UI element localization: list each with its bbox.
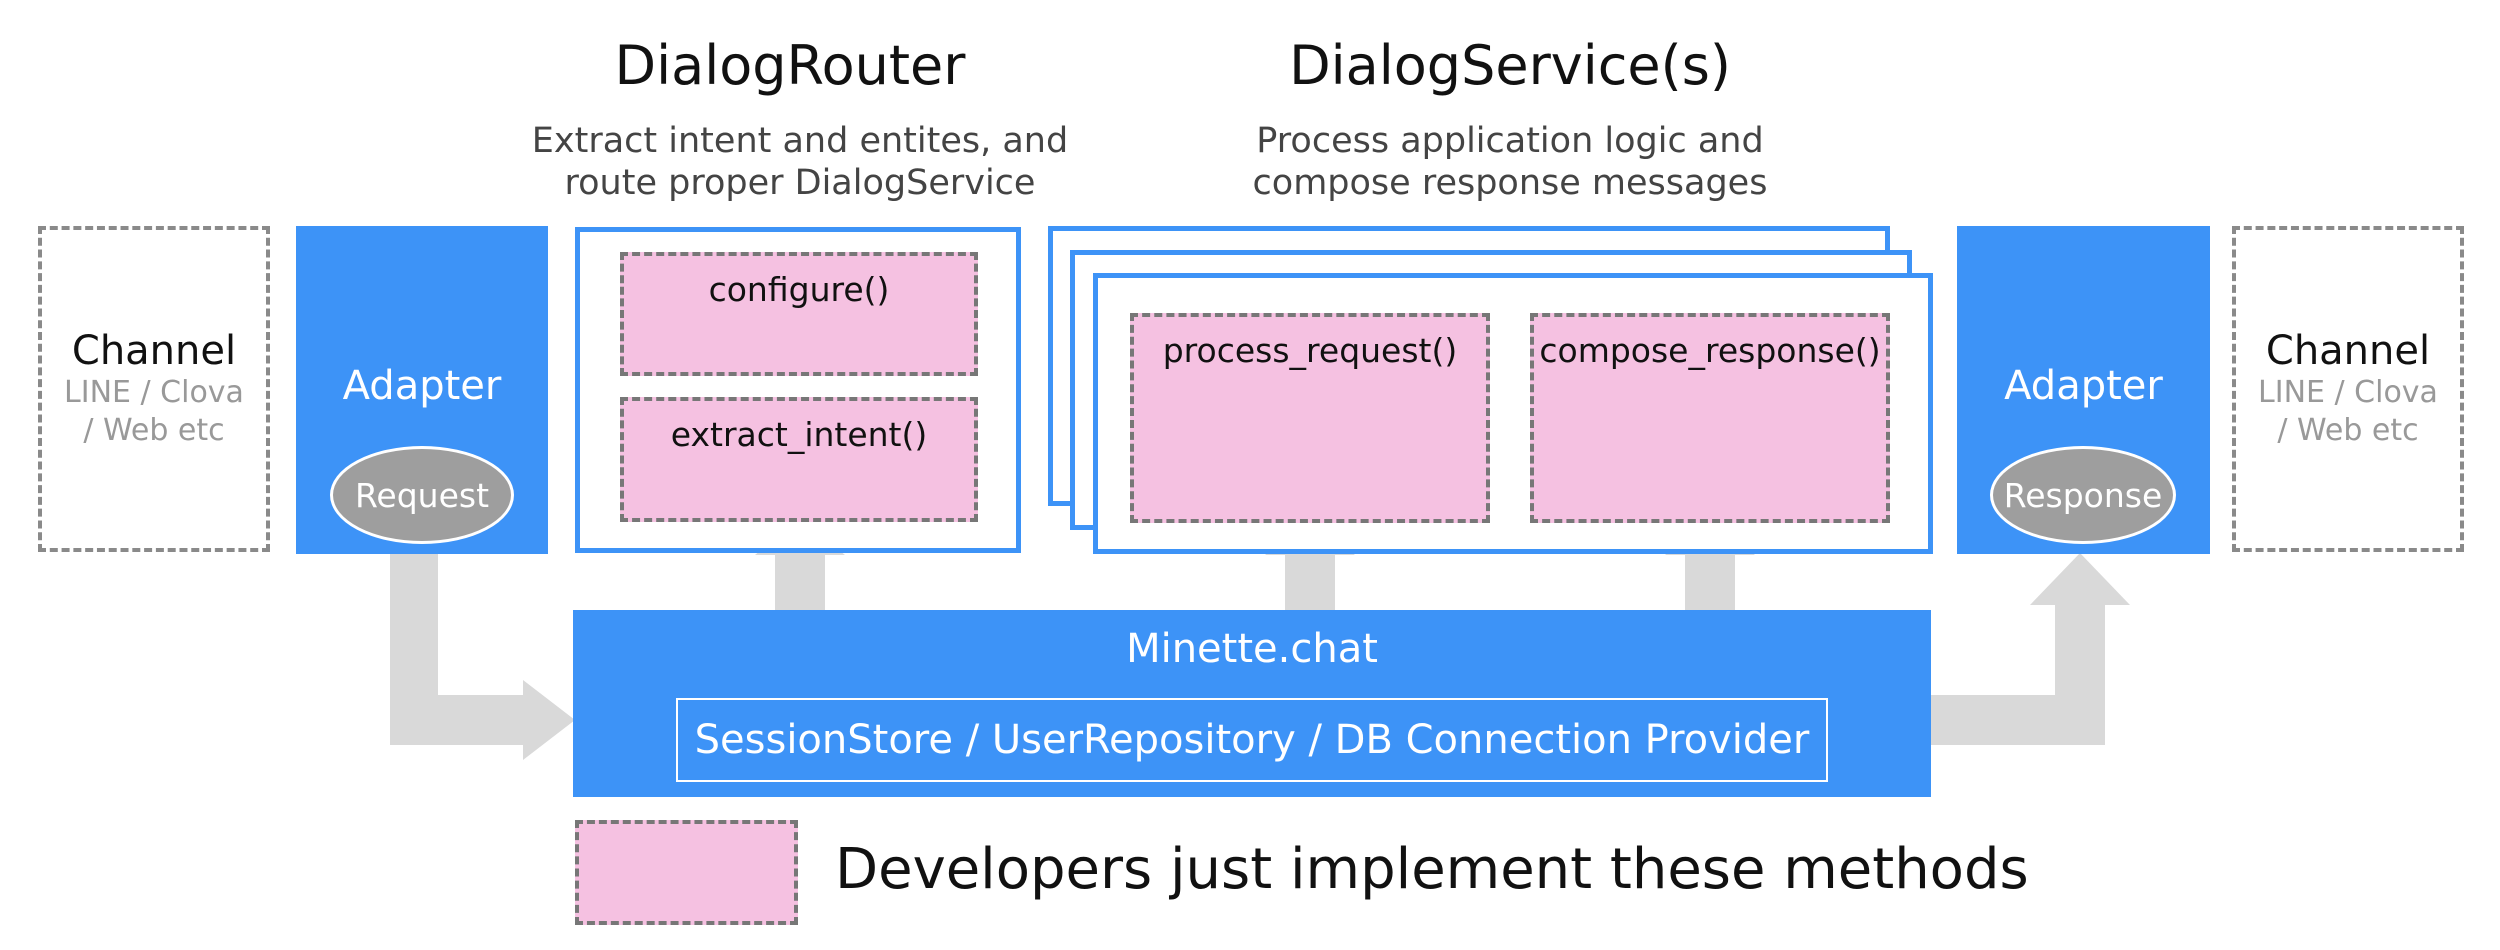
channel-left-sub2: / Web etc: [83, 413, 225, 448]
core-providers: SessionStore / UserRepository / DB Conne…: [676, 698, 1828, 782]
service-description-line2: compose response messages: [1252, 163, 1768, 203]
compose-response-method: compose_response(): [1530, 313, 1890, 523]
router-description-line2: route proper DialogService: [564, 163, 1036, 203]
response-arrow: [1930, 553, 2130, 745]
legend-swatch: [575, 820, 798, 925]
channel-right: Channel LINE / Clova / Web etc: [2232, 226, 2464, 552]
adapter-right: Adapter Response: [1957, 226, 2210, 554]
dialog-router-box: configure() extract_intent(): [575, 227, 1021, 553]
extract-intent-method-label: extract_intent(): [670, 415, 928, 454]
channel-left-sub1: LINE / Clova: [64, 375, 244, 410]
channel-left: Channel LINE / Clova / Web etc: [38, 226, 270, 552]
request-pill: Request: [330, 446, 514, 544]
adapter-left: Adapter Request: [296, 226, 548, 554]
adapter-left-label: Adapter: [342, 363, 502, 409]
process-request-method: process_request(): [1130, 313, 1490, 523]
channel-right-sub2: / Web etc: [2277, 413, 2419, 448]
router-description: Extract intent and entites, and route pr…: [520, 120, 1080, 204]
router-title: DialogRouter: [614, 33, 966, 97]
channel-right-title: Channel: [2265, 328, 2431, 374]
compose-response-method-label: compose_response(): [1539, 331, 1881, 370]
legend-text: Developers just implement these methods: [835, 837, 2029, 902]
core-title: Minette.chat: [1126, 626, 1378, 672]
adapter-right-label: Adapter: [2004, 363, 2163, 409]
request-arrow: [390, 550, 575, 760]
minette-core: Minette.chat SessionStore / UserReposito…: [573, 610, 1931, 797]
router-description-line1: Extract intent and entites, and: [531, 121, 1069, 161]
configure-method: configure(): [620, 252, 978, 376]
channel-right-sub1: LINE / Clova: [2258, 375, 2438, 410]
extract-intent-method: extract_intent(): [620, 397, 978, 522]
process-request-method-label: process_request(): [1162, 331, 1458, 370]
response-pill: Response: [1990, 446, 2176, 544]
configure-method-label: configure(): [708, 270, 890, 309]
service-description-line1: Process application logic and: [1256, 121, 1764, 161]
service-description: Process application logic and compose re…: [1220, 120, 1800, 204]
dialog-service-box: process_request() compose_response(): [1093, 273, 1933, 554]
service-title: DialogService(s): [1289, 33, 1731, 97]
channel-left-title: Channel: [71, 328, 237, 374]
